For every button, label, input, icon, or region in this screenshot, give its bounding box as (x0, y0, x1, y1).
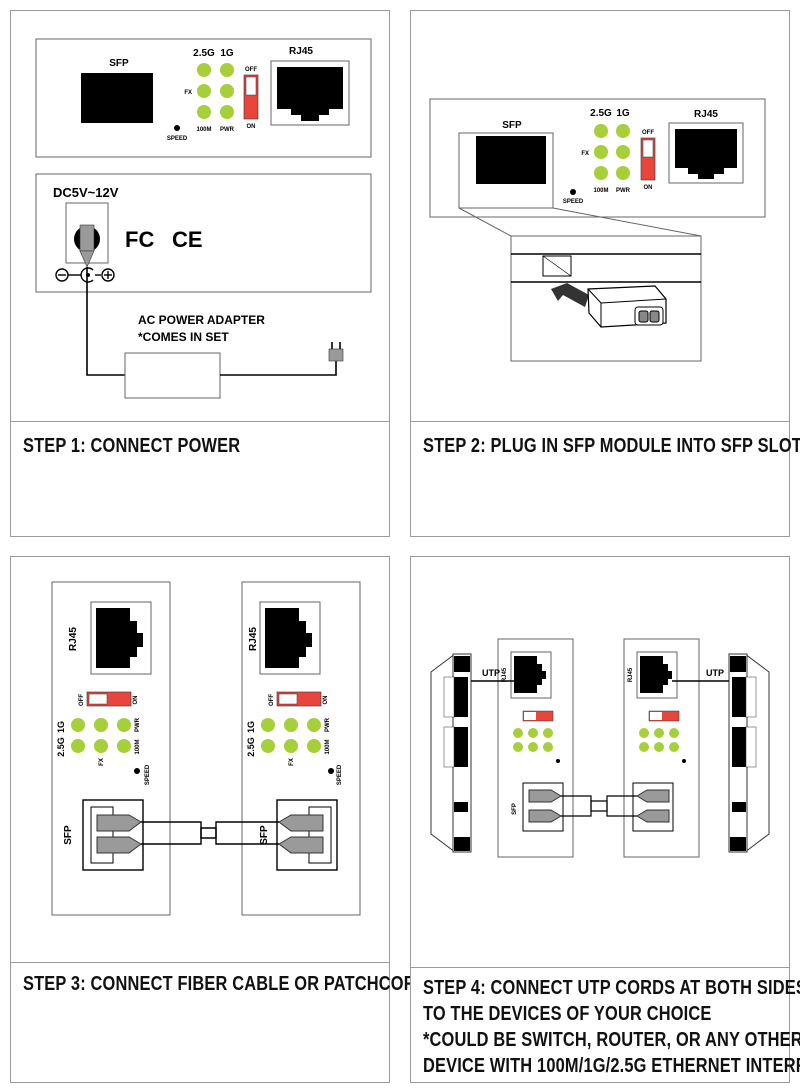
adapter-line1: AC POWER ADAPTER (138, 313, 265, 327)
power-cable (86, 267, 125, 376)
step4-caption-line3: *COULD BE SWITCH, ROUTER, OR ANY OTHER (423, 1029, 800, 1051)
fiber-cable-b (561, 800, 637, 817)
svg-text:PWR: PWR (325, 717, 331, 732)
switch-on-label: ON (133, 696, 139, 705)
step4-caption-line1: STEP 4: CONNECT UTP CORDS AT BOTH SIDES (423, 977, 800, 999)
led-2-5g-label: 2.5G (590, 108, 612, 119)
switch-off-label: OFF (642, 130, 654, 136)
step3-divider (11, 962, 389, 963)
rj45-label: RJ45 (694, 109, 718, 120)
left-network-device (430, 653, 472, 853)
led-2-5g (197, 63, 211, 77)
converter-right: RJ45 OFF ON 1G 2.5G PWR 100M FX SPEED SF… (241, 581, 361, 916)
fiber-cable-a (561, 795, 637, 812)
svg-text:100M: 100M (135, 739, 141, 754)
rj45-label: RJ45 (68, 627, 79, 651)
converter-left: RJ45 OFF ON 1G 2.5G PWR 100M FX SPEED SF… (51, 581, 171, 916)
switch-off-label: OFF (245, 67, 257, 73)
utp-label-left: UTP (482, 668, 500, 678)
svg-text:OFF: OFF (269, 694, 275, 706)
svg-text:1G: 1G (56, 721, 66, 733)
svg-text:SFP: SFP (259, 825, 270, 845)
sfp-slot (476, 136, 546, 184)
led-1g (220, 63, 234, 77)
sfp-label: SFP (63, 825, 74, 845)
sfp-slot (81, 73, 153, 123)
step3-caption: STEP 3: CONNECT FIBER CABLE OR PATCHCORD (23, 973, 428, 995)
power-adapter (124, 352, 221, 399)
svg-text:FX: FX (99, 758, 105, 766)
dc-label: DC5V~12V (53, 185, 119, 200)
svg-text:RJ45: RJ45 (502, 667, 508, 682)
svg-text:RJ45: RJ45 (248, 627, 259, 651)
dc-plug (79, 224, 95, 252)
fiber-cable-a (141, 821, 279, 839)
led-100m-label: 100M (196, 127, 211, 133)
svg-text:RJ45: RJ45 (628, 667, 634, 682)
svg-text:PWR: PWR (135, 717, 141, 732)
sfp-label: SFP (502, 120, 522, 131)
switch-off-label: OFF (79, 694, 85, 706)
step1-illustration: SFP 2.5G 1G FX 100M PWR SPEED OFF ON RJ4… (35, 38, 372, 399)
switch-on-label: ON (247, 124, 256, 130)
led-fx-label: FX (581, 151, 589, 157)
polarity-center-icon (80, 267, 94, 283)
svg-text:2.5G: 2.5G (56, 737, 66, 757)
svg-text:100M: 100M (325, 739, 331, 754)
led-2-5g-label: 2.5G (193, 48, 215, 59)
converter-right: RJ45 (623, 638, 700, 858)
step4-caption-line2: TO THE DEVICES OF YOUR CHOICE (423, 1003, 712, 1025)
step2-illustration: SFP 2.5G 1G FX 100M PWR SPEED OFF ON RJ4… (429, 98, 766, 362)
svg-text:ON: ON (323, 696, 329, 705)
svg-text:SPEED: SPEED (145, 764, 151, 785)
svg-text:1G: 1G (246, 721, 256, 733)
step3-illustration: RJ45 OFF ON 1G 2.5G PWR 100M FX SPEED SF… (51, 581, 361, 916)
rj45-label: RJ45 (289, 46, 313, 57)
speed-button (174, 125, 180, 131)
utp-label-right: UTP (706, 668, 724, 678)
right-network-device (728, 653, 770, 853)
sfp-label: SFP (109, 58, 129, 69)
step1-panel: SFP 2.5G 1G FX 100M PWR SPEED OFF ON RJ4… (10, 10, 390, 537)
led-fx-label: FX (184, 90, 192, 96)
step2-panel: SFP 2.5G 1G FX 100M PWR SPEED OFF ON RJ4… (410, 10, 800, 537)
step2-divider (411, 421, 789, 422)
speed-label: SPEED (563, 199, 584, 205)
led-1g-label: 1G (616, 108, 630, 119)
svg-text:2.5G: 2.5G (246, 737, 256, 757)
rj45-port (277, 67, 343, 121)
fiber-cable-b (141, 827, 279, 845)
step4-illustration: RJ45 SFP RJ45 UTP (430, 638, 770, 858)
step4-panel: RJ45 SFP RJ45 UTP (410, 556, 800, 1083)
adapter-line2: *COMES IN SET (138, 330, 229, 344)
svg-text:SPEED: SPEED (337, 764, 343, 785)
rj45-port (675, 129, 737, 179)
step4-caption: STEP 4: CONNECT UTP CORDS AT BOTH SIDES … (423, 975, 800, 1079)
switch-on-label: ON (644, 185, 653, 191)
led-extra (220, 84, 234, 98)
step1-divider (11, 421, 389, 422)
ac-plug-icon (328, 348, 344, 362)
ce-mark: CE (172, 227, 203, 252)
led-pwr-label: PWR (616, 188, 631, 194)
step3-panel: RJ45 OFF ON 1G 2.5G PWR 100M FX SPEED SF… (10, 556, 428, 1083)
led-100m-label: 100M (593, 188, 608, 194)
polarity-plus-icon (101, 268, 115, 282)
step4-caption-line4: DEVICE WITH 100M/1G/2.5G ETHERNET INTERF… (423, 1055, 800, 1077)
led-pwr-label: PWR (220, 127, 235, 133)
led-1g-label: 1G (220, 48, 234, 59)
speed-label: SPEED (167, 136, 188, 142)
fc-mark: FC (125, 227, 154, 252)
insert-arrow-icon (551, 283, 589, 307)
step1-caption: STEP 1: CONNECT POWER (23, 435, 241, 457)
led-fx (197, 84, 211, 98)
svg-text:FX: FX (289, 758, 295, 766)
converter-left: RJ45 SFP (497, 638, 574, 858)
step2-caption: STEP 2: PLUG IN SFP MODULE INTO SFP SLOT (423, 435, 800, 457)
step4-divider (411, 967, 789, 968)
led-pwr (220, 105, 234, 119)
led-100m (197, 105, 211, 119)
svg-text:SFP: SFP (512, 803, 518, 815)
